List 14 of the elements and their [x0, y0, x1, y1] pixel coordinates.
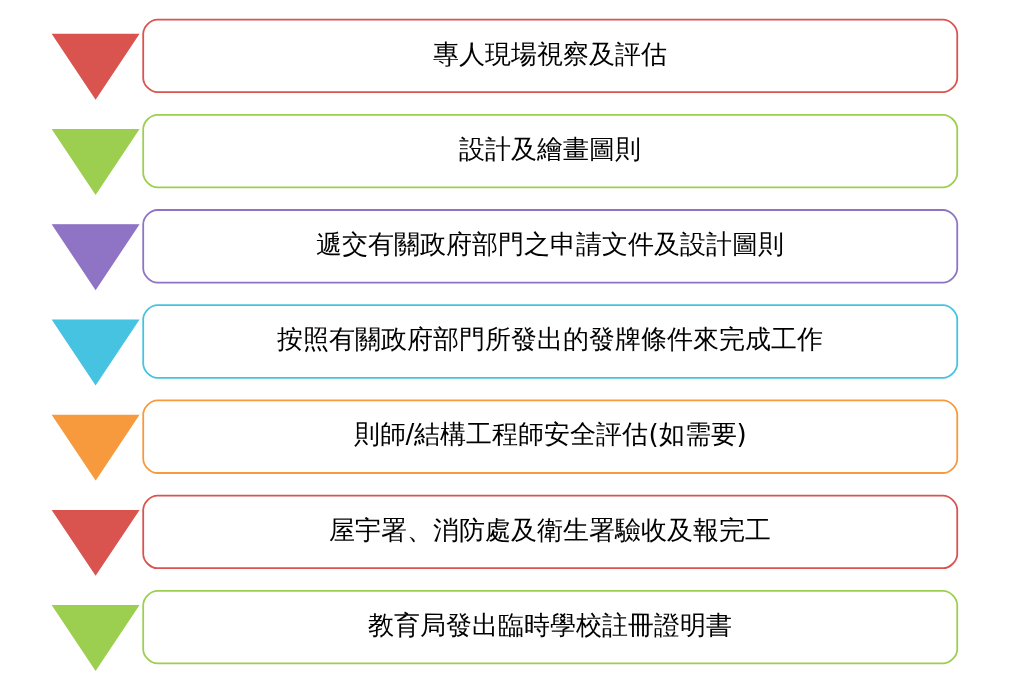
node-chevron — [51, 224, 140, 291]
node-box: 專人現場視察及評估 — [141, 18, 958, 94]
node-chevron — [51, 33, 140, 100]
node-box: 設計及繪畫圖則 — [141, 113, 958, 189]
node-box: 屋宇署、消防處及衛生署驗收及報完工 — [141, 494, 958, 570]
node-box: 遞交有關政府部門之申請文件及設計圖則 — [141, 209, 958, 284]
node-chevron — [51, 605, 140, 672]
node-box: 教育局發出臨時學校註冊證明書 — [141, 589, 958, 665]
node-chevron — [51, 129, 140, 195]
node-chevron — [51, 509, 140, 576]
node-box: 則師/結構工程師安全評估(如需要) — [141, 399, 958, 474]
node-box: 按照有關政府部門所發出的發牌條件來完成工作 — [141, 304, 958, 379]
node-chevron — [51, 319, 140, 386]
node-chevron — [51, 414, 140, 481]
